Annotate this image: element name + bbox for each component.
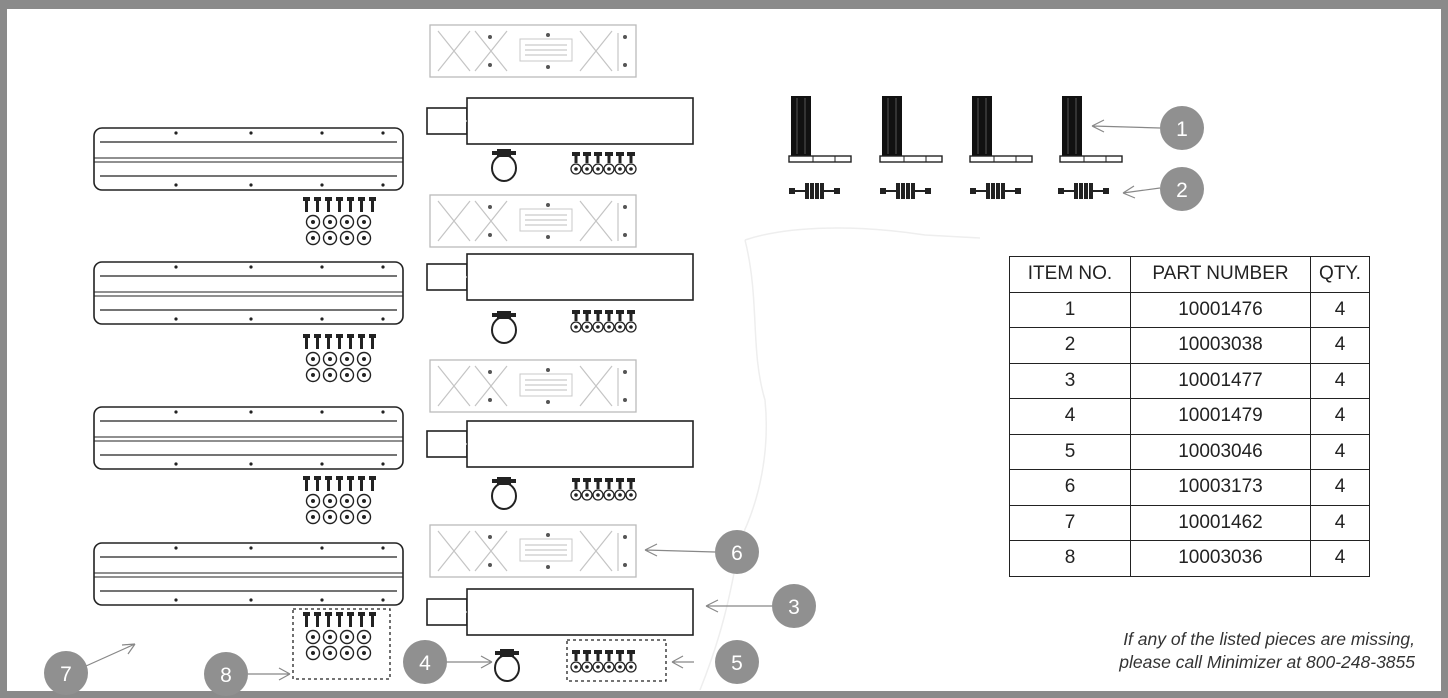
- mounting-tube-4: [426, 588, 694, 636]
- missing-parts-note: If any of the listed pieces are missing,…: [985, 628, 1415, 674]
- gusset-plate-3: [429, 359, 637, 413]
- l-bracket-1: [788, 95, 852, 163]
- callout-6: 6: [715, 530, 759, 574]
- cell-part: 10001479: [1130, 398, 1311, 435]
- hardware-pack-1: [302, 196, 377, 246]
- clamp-3: [491, 476, 517, 510]
- isolator-mount-3: [970, 183, 1021, 199]
- header-part-number: PART NUMBER: [1130, 256, 1311, 293]
- callout-7: 7: [44, 651, 88, 695]
- cell-item: 8: [1009, 540, 1131, 577]
- cell-qty: 4: [1310, 433, 1370, 470]
- table-row: 5 10003046 4: [1009, 433, 1370, 470]
- bolt-pack-1: [571, 152, 636, 174]
- header-item-no: ITEM NO.: [1009, 256, 1131, 293]
- bolt-pack-4: [571, 650, 636, 672]
- isolator-mount-2: [880, 183, 931, 199]
- cell-qty: 4: [1310, 469, 1370, 506]
- callout-3-label: 3: [788, 596, 800, 619]
- callout-8: 8: [204, 652, 248, 696]
- callout-6-label: 6: [731, 542, 743, 565]
- table-row: 3 10001477 4: [1009, 362, 1370, 399]
- cell-qty: 4: [1310, 504, 1370, 541]
- table-header-row: ITEM NO. PART NUMBER QTY.: [1009, 256, 1370, 293]
- callout-5-label: 5: [731, 652, 743, 675]
- clamp-1: [491, 148, 517, 182]
- callout-8-label: 8: [220, 664, 232, 687]
- header-qty: QTY.: [1310, 256, 1370, 293]
- cell-part: 10001476: [1130, 291, 1311, 328]
- cell-part: 10001462: [1130, 504, 1311, 541]
- cell-part: 10003036: [1130, 540, 1311, 577]
- table-row: 1 10001476 4: [1009, 291, 1370, 328]
- parts-table: ITEM NO. PART NUMBER QTY. 1 10001476 4 2…: [1009, 256, 1370, 577]
- cell-qty: 4: [1310, 398, 1370, 435]
- cell-item: 6: [1009, 469, 1131, 506]
- cell-item: 2: [1009, 327, 1131, 364]
- table-row: 4 10001479 4: [1009, 398, 1370, 435]
- cell-qty: 4: [1310, 540, 1370, 577]
- hardware-pack-2: [302, 333, 377, 383]
- gusset-plate-4: [429, 524, 637, 578]
- isolator-mount-1: [789, 183, 840, 199]
- callout-2: 2: [1160, 167, 1204, 211]
- cell-qty: 4: [1310, 327, 1370, 364]
- mounting-tube-2: [426, 253, 694, 301]
- l-bracket-3: [969, 95, 1033, 163]
- cell-item: 3: [1009, 362, 1131, 399]
- hardware-pack-3: [302, 475, 377, 525]
- hardware-pack-4: [302, 611, 377, 661]
- item8-highlight-box: [292, 608, 391, 680]
- callout-4: 4: [403, 640, 447, 684]
- callout-4-label: 4: [419, 652, 431, 675]
- cell-part: 10001477: [1130, 362, 1311, 399]
- table-row: 2 10003038 4: [1009, 327, 1370, 364]
- table-row: 8 10003036 4: [1009, 540, 1370, 577]
- fender-panel-1: [93, 127, 404, 191]
- fender-panel-3: [93, 406, 404, 470]
- bolt-pack-2: [571, 310, 636, 332]
- table-row: 7 10001462 4: [1009, 504, 1370, 541]
- fender-panel-2: [93, 261, 404, 325]
- note-line-2: please call Minimizer at 800-248-3855: [1119, 652, 1415, 672]
- callout-5: 5: [715, 640, 759, 684]
- cell-item: 1: [1009, 291, 1131, 328]
- gusset-plate-1: [429, 24, 637, 78]
- bolt-pack-3: [571, 478, 636, 500]
- callout-2-label: 2: [1176, 179, 1188, 202]
- cell-qty: 4: [1310, 291, 1370, 328]
- callout-1: 1: [1160, 106, 1204, 150]
- cell-part: 10003046: [1130, 433, 1311, 470]
- callout-1-label: 1: [1176, 118, 1188, 141]
- cell-item: 7: [1009, 504, 1131, 541]
- cell-item: 4: [1009, 398, 1131, 435]
- l-bracket-2: [879, 95, 943, 163]
- cell-part: 10003038: [1130, 327, 1311, 364]
- cell-item: 5: [1009, 433, 1131, 470]
- l-bracket-4: [1059, 95, 1123, 163]
- clamp-4: [494, 648, 520, 682]
- item5-highlight-box: [566, 639, 667, 682]
- callout-7-label: 7: [60, 663, 72, 686]
- note-line-1: If any of the listed pieces are missing,: [1123, 629, 1415, 649]
- cell-part: 10003173: [1130, 469, 1311, 506]
- mounting-tube-3: [426, 420, 694, 468]
- callout-3: 3: [772, 584, 816, 628]
- clamp-2: [491, 310, 517, 344]
- mounting-tube-1: [426, 97, 694, 145]
- gusset-plate-2: [429, 194, 637, 248]
- table-row: 6 10003173 4: [1009, 469, 1370, 506]
- fender-panel-4: [93, 542, 404, 606]
- isolator-mount-4: [1058, 183, 1109, 199]
- cell-qty: 4: [1310, 362, 1370, 399]
